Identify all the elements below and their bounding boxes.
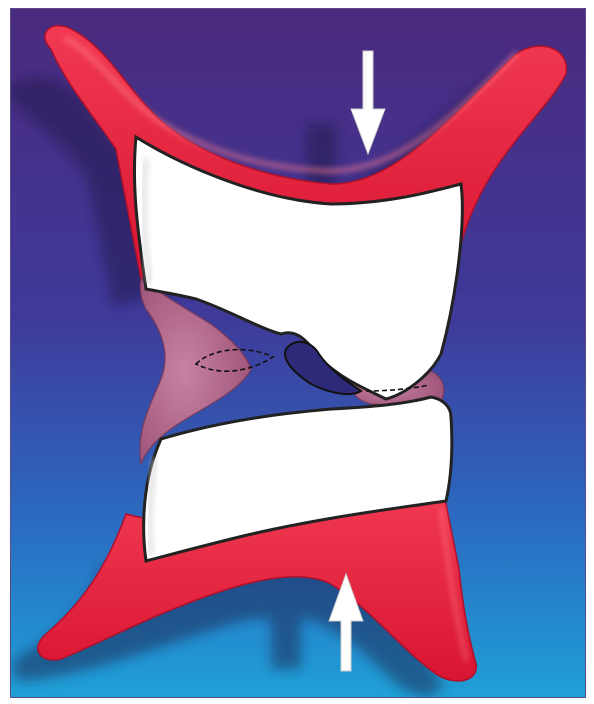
figure-canvas [10, 8, 586, 698]
